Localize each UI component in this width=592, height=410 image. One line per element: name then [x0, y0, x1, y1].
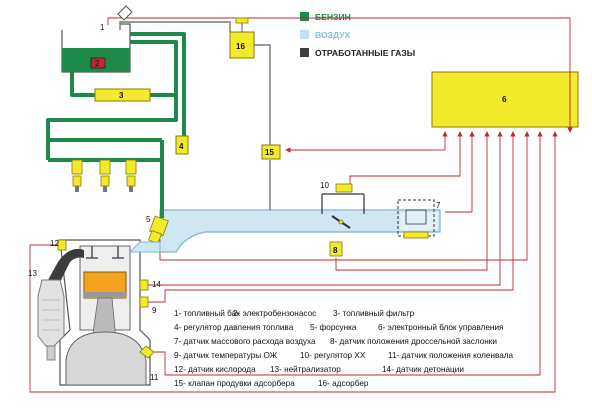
caption-line-5: 12- датчик кислорода 13- нейтрализатор 1…: [174, 365, 464, 374]
mass-air-flow-sensor: 7: [397, 199, 441, 239]
pump-number: 2: [95, 59, 100, 68]
caption-line-4: 9- датчик температуры ОЖ 10- регулятор Х…: [174, 351, 514, 360]
o2-sensor-number: 12: [50, 239, 59, 248]
caption-line-1: 1- топливный бак 2- электробензонасос 3-…: [174, 309, 415, 318]
engine: [59, 239, 151, 386]
knock-sensor-number: 14: [152, 280, 161, 289]
injector-number: 5: [146, 215, 151, 224]
vapor-lines: [119, 21, 271, 210]
catalyst-number: 13: [28, 269, 37, 278]
fuel-filter: 3: [94, 88, 151, 102]
regulator-number: 4: [179, 142, 184, 151]
intake-runner: [128, 241, 161, 253]
legend-label-fuel: БЕНЗИН: [315, 12, 351, 22]
caption-line-6: 15- клапан продувки адсорбера 16- адсорб…: [174, 379, 369, 388]
tps-number: 8: [333, 246, 338, 255]
fuel-tank: 1 2: [61, 5, 133, 73]
ecu-number: 6: [502, 95, 507, 104]
injector-rail: [71, 159, 137, 192]
crankcase: [65, 331, 147, 386]
exhaust-manifold: [48, 248, 84, 286]
coolant-temp-sensor: 9: [139, 296, 157, 315]
crankshaft-sensor-number: 11: [150, 373, 159, 382]
legend-swatch-exhaust: [300, 48, 309, 57]
injector: [125, 159, 137, 192]
filter-number: 3: [119, 91, 124, 100]
fuel-pump: [90, 57, 106, 69]
tank-number: 1: [100, 23, 105, 32]
injector: [71, 159, 83, 192]
captions: 1- топливный бак 2- электробензонасос 3-…: [174, 309, 514, 388]
oxygen-sensor: 12: [50, 239, 67, 251]
maf-number: 7: [436, 201, 441, 210]
intake-injector: 5: [146, 215, 169, 244]
ecu-block: 6: [431, 71, 579, 128]
purge-valve: 15: [261, 144, 281, 160]
legend-swatch-fuel: [300, 12, 309, 21]
throttle-position-sensor: 8: [329, 241, 343, 257]
idle-regulator: 10: [320, 181, 365, 229]
legend: БЕНЗИН ВОЗДУХ ОТРАБОТАННЫЕ ГАЗЫ: [300, 12, 415, 58]
legend-label-air: ВОЗДУХ: [315, 30, 351, 40]
legend-label-exhaust: ОТРАБОТАННЫЕ ГАЗЫ: [315, 48, 415, 58]
caption-line-3: 7- датчик массового расхода воздуха 8- д…: [174, 337, 497, 346]
ecu-box: [431, 71, 579, 128]
crankshaft-sensor: 11: [139, 345, 159, 382]
adsorber: 16: [229, 17, 255, 59]
caption-line-2: 4- регулятор давления топлива 5- форсунк…: [174, 323, 503, 332]
legend-swatch-air: [300, 30, 309, 39]
coolant-sensor-number: 9: [152, 306, 157, 315]
injector: [99, 159, 111, 192]
purge-valve-number: 15: [265, 148, 274, 157]
catalytic-converter: 13: [28, 269, 65, 361]
knock-sensor: 14: [139, 279, 161, 291]
tank-cap: [117, 5, 133, 21]
pressure-regulator: 4: [175, 135, 189, 155]
adsorber-number: 16: [236, 42, 245, 51]
idle-regulator-number: 10: [320, 181, 329, 190]
